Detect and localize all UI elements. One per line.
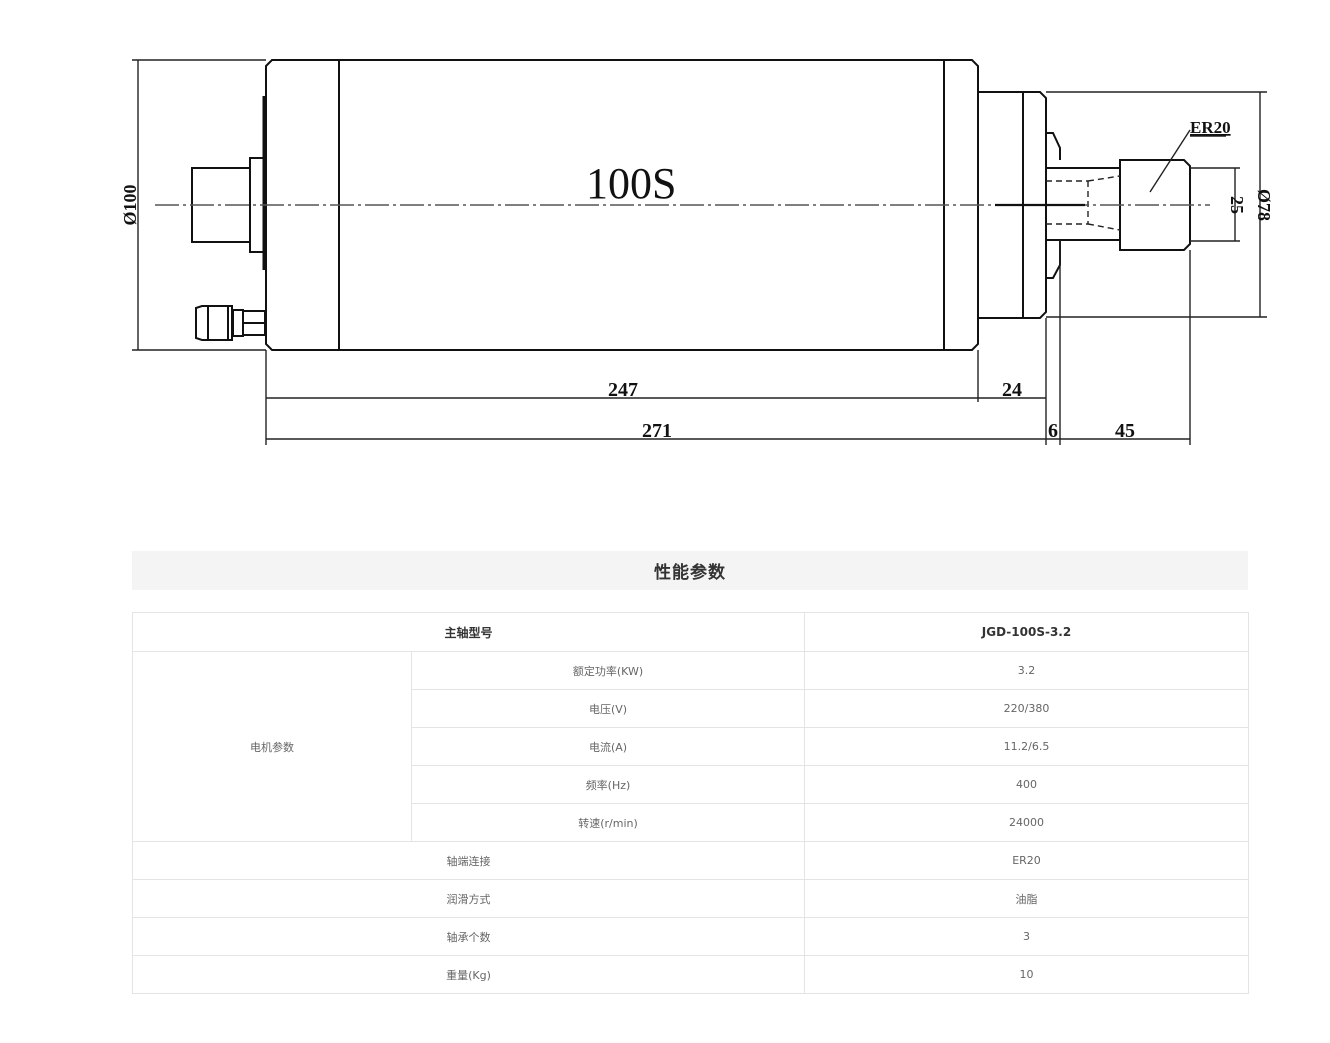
dim-collet-length: 45 [1115, 420, 1135, 442]
dim-body-diameter: Ø100 [120, 184, 140, 225]
spindle-technical-drawing: 100S ER20 247 24 271 6 45 Ø100 Ø78 25 [0, 0, 1330, 480]
dim-nose-length: 24 [1002, 379, 1022, 401]
param-label-cell: 轴端连接 [131, 841, 806, 880]
param-label-cell: 润滑方式 [131, 879, 806, 918]
model-value-cell: JGD-100S-3.2 [804, 612, 1250, 652]
param-label-cell: 重量(Kg) [131, 955, 806, 994]
table-row: 电压(V) 220/380 [133, 689, 1250, 728]
table-row: 电流(A) 11.2/6.5 [133, 727, 1250, 766]
param-value-cell: 11.2/6.5 [804, 727, 1250, 766]
table-row: 电机参数 额定功率(KW) 3.2 [132, 651, 1250, 842]
param-label-cell: 电压(V) [410, 689, 806, 728]
param-label-cell: 额定功率(KW) [410, 651, 806, 690]
table-row: 频率(Hz) 400 [133, 765, 1250, 804]
param-value-cell: 220/380 [804, 689, 1250, 728]
param-label-cell: 频率(Hz) [410, 765, 806, 804]
dim-body-length: 247 [608, 379, 638, 401]
table-row: 轴端连接 ER20 [131, 841, 1250, 880]
param-value-cell: 10 [804, 955, 1250, 994]
collet-label: ER20 [1190, 118, 1231, 137]
table-row: 润滑方式 油脂 [131, 879, 1250, 918]
model-label-cell: 主轴型号 [131, 612, 806, 652]
table-row: 轴承个数 3 [131, 917, 1250, 956]
param-label-cell: 轴承个数 [131, 917, 806, 956]
param-value-cell: ER20 [804, 841, 1250, 880]
param-value-cell: 3.2 [804, 651, 1250, 690]
dim-nose-diameter: Ø78 [1254, 189, 1274, 221]
motor-params-group-cell: 电机参数 [132, 651, 412, 842]
model-label: 100S [586, 159, 676, 208]
dim-collet-height: 25 [1227, 196, 1247, 214]
table-row: 重量(Kg) 10 [131, 955, 1250, 994]
performance-parameters-title: 性能参数 [132, 551, 1248, 590]
param-value-cell: 油脂 [804, 879, 1250, 918]
param-value-cell: 24000 [804, 803, 1250, 842]
param-label-cell: 转速(r/min) [410, 803, 806, 842]
param-value-cell: 400 [804, 765, 1250, 804]
spindle-drawing-svg: 100S ER20 247 24 271 6 45 Ø100 Ø78 25 [120, 59, 1274, 445]
spec-table: 主轴型号 JGD-100S-3.2 电机参数 额定功率(KW) 3.2 电压(V… [131, 612, 1250, 994]
table-row-model: 主轴型号 JGD-100S-3.2 [131, 612, 1250, 652]
dim-total-length: 271 [642, 420, 672, 442]
dim-gap: 6 [1048, 420, 1058, 442]
param-value-cell: 3 [804, 917, 1250, 956]
table-row: 转速(r/min) 24000 [133, 803, 1250, 842]
param-label-cell: 电流(A) [410, 727, 806, 766]
